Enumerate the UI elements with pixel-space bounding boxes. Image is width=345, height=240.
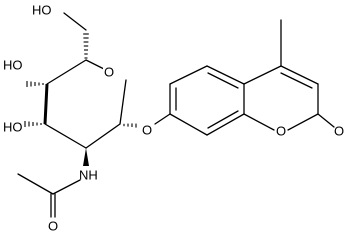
- bond-c2-n-wedge: [83, 148, 89, 166]
- bond-c3-c4-bold: [43, 84, 49, 124]
- pyranose-ring: [43, 59, 127, 149]
- coumarin-benzene-ring: [169, 65, 245, 136]
- carbonyl-oxygen-label: O: [334, 124, 344, 139]
- bond-o1-c8a: [243, 113, 275, 131]
- bond-c8a-c8-inner: [207, 110, 239, 129]
- bond-glyco-o-aromatic: [154, 113, 171, 125]
- bond-c4-c5: [46, 59, 87, 85]
- bond-c4a-c4: [243, 65, 282, 85]
- bond-c5-c4a-inner: [207, 72, 239, 89]
- bond-c8-c7: [169, 113, 208, 136]
- bond-n-carbonyl-c: [52, 179, 81, 195]
- hydroxyl-c3-label: HO: [3, 120, 23, 135]
- amide-nitrogen-label: NH: [79, 168, 98, 183]
- bond-c6-c5: [169, 65, 208, 85]
- bond-c4-c3-inner: [280, 72, 313, 89]
- bond-c2-o-exo: [317, 113, 335, 128]
- bond-c2-o1: [287, 113, 319, 131]
- bond-c2-c3: [44, 123, 87, 149]
- bond-ring-o-c1: [119, 79, 127, 125]
- glycosidic-oxygen-label: O: [142, 123, 152, 138]
- hydroxyl-c4-label: HO: [3, 58, 23, 73]
- bond-c3-oh-hashed: [24, 121, 42, 127]
- bond-c5-c4a: [206, 65, 245, 85]
- amide-oxygen-label: O: [48, 219, 58, 234]
- bond-c5-ring-o: [85, 59, 107, 71]
- bond-c4-oh-hashed: [26, 81, 44, 87]
- ring-oxygen-label: O: [104, 65, 114, 80]
- bond-c8a-c8: [206, 113, 245, 136]
- bond-c6-oh: [63, 12, 87, 31]
- atom-labels: O HO HO HO O NH O O O: [3, 3, 344, 234]
- hydroxyl-c6-label: HO: [32, 3, 52, 18]
- bond-c4-c3: [280, 65, 319, 85]
- bond-c1-o-hashed: [123, 123, 137, 128]
- bond-carbonyl-c-methyl: [17, 173, 54, 195]
- bond-c5-c6-hashed: [83, 33, 89, 59]
- acetamide-group: [17, 173, 81, 218]
- lactone-oxygen-label: O: [276, 124, 286, 139]
- coumarin-pyrone-ring: [243, 19, 335, 131]
- bond-c1-c2: [85, 123, 121, 149]
